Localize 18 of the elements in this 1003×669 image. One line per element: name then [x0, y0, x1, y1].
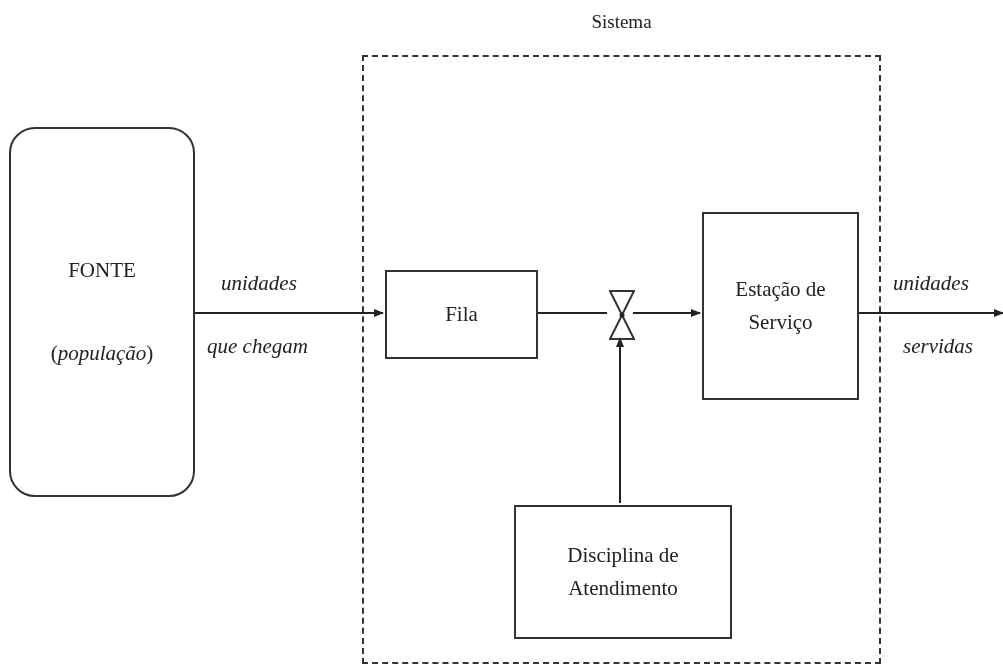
arrow	[194, 309, 384, 317]
flow-label: que chegam	[207, 334, 308, 359]
box-label: Estação de Serviço	[734, 276, 827, 336]
box-label: (população)	[49, 340, 155, 367]
discipline-box	[514, 505, 732, 639]
arrow	[616, 337, 624, 504]
box-label: Disciplina de Atendimento	[566, 542, 680, 602]
service-station-box	[702, 212, 859, 400]
source-box	[9, 127, 195, 497]
flow-label: unidades	[221, 271, 297, 296]
box-label: FONTE	[67, 257, 137, 285]
flow-label: servidas	[903, 334, 973, 359]
box-label: Fila	[444, 301, 479, 329]
queue-box	[385, 270, 538, 359]
valve-symbol	[609, 290, 635, 340]
system-title: Sistema	[590, 10, 653, 34]
arrow	[632, 309, 701, 317]
flow-label: unidades	[893, 271, 969, 296]
